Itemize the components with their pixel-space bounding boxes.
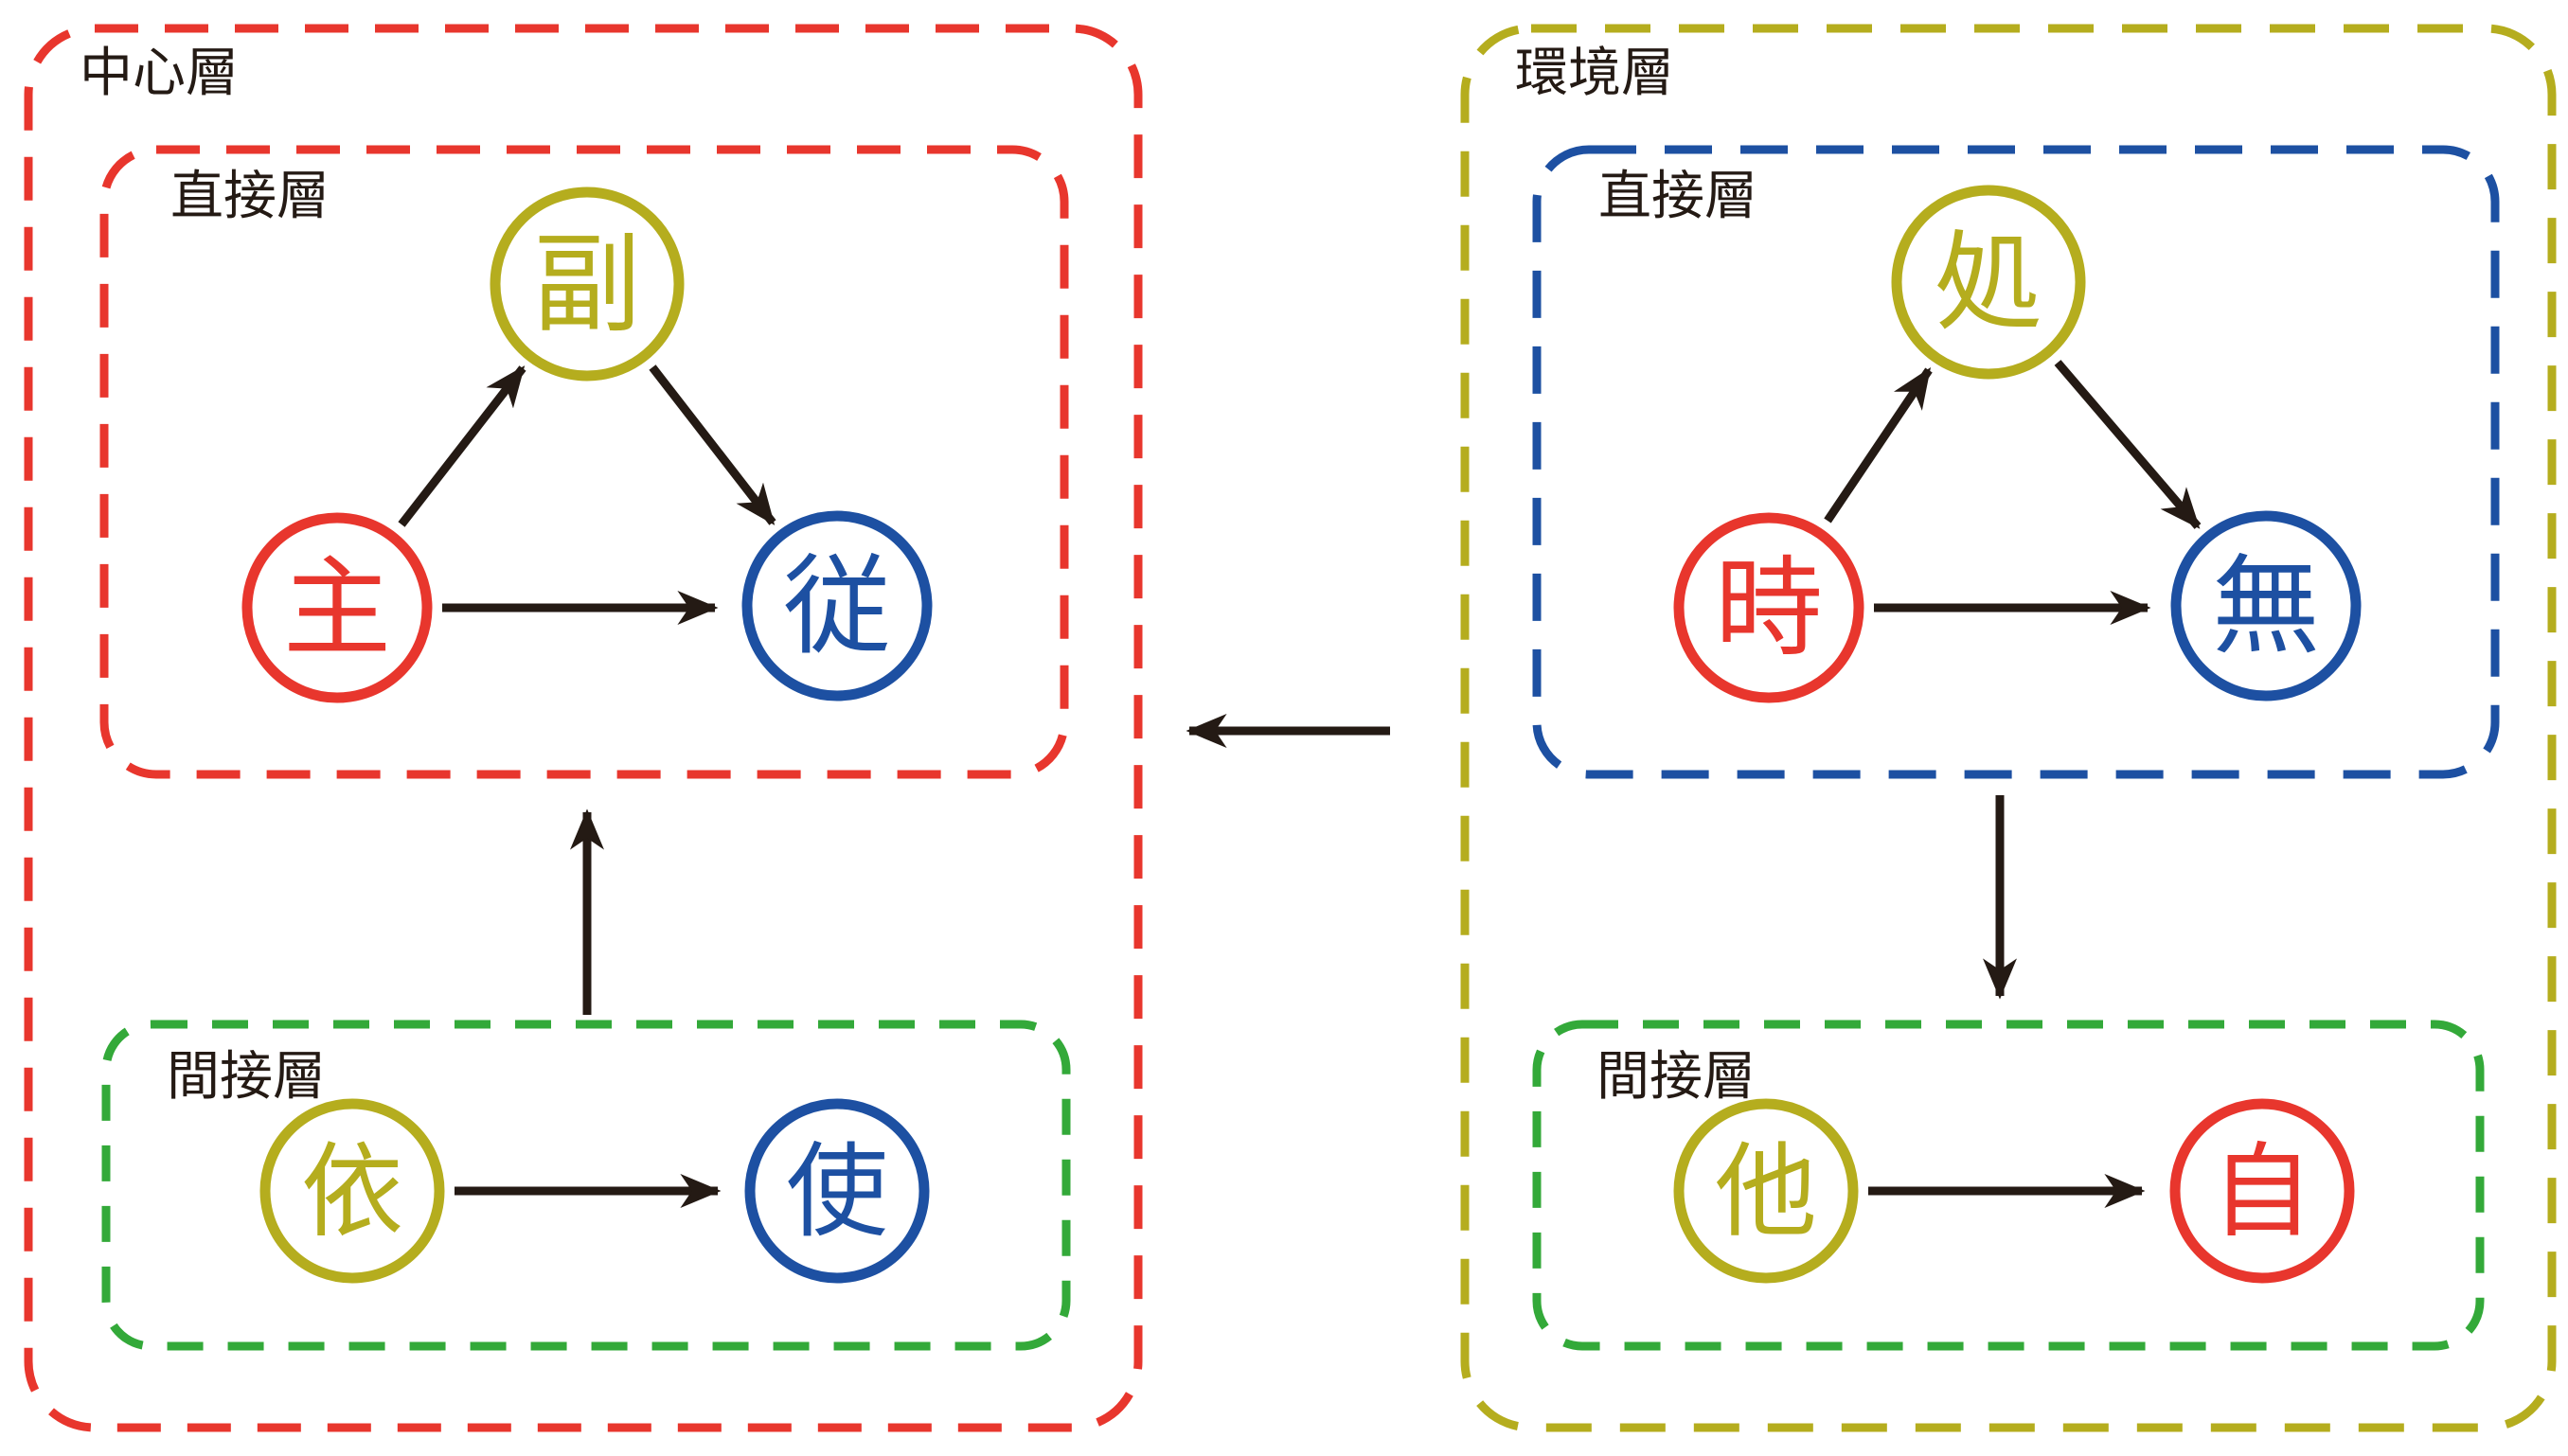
node-depend-circle	[259, 1098, 445, 1284]
center-layer-box	[24, 24, 1143, 1432]
edge-place-to-none-arrow	[2054, 360, 2202, 529]
environment-layer-label: 環境層	[1515, 43, 1674, 102]
center-indirect-layer-box	[101, 1020, 1071, 1351]
center-indirect-layer-label: 間接層	[167, 1046, 326, 1106]
environment-layer-box	[1460, 24, 2557, 1432]
node-time-circle	[1673, 512, 1864, 703]
edge-time-to-place-arrow	[1824, 367, 1933, 524]
node-main-circle	[241, 512, 433, 703]
node-self-char: 自	[2211, 1134, 2313, 1249]
node-other-char: 他	[1715, 1134, 1817, 1249]
node-other-circle	[1673, 1098, 1859, 1284]
node-time-char: 時	[1715, 549, 1823, 669]
node-causative-char: 使	[786, 1134, 888, 1249]
node-place-char: 処	[1935, 223, 2042, 344]
node-sub-circle	[490, 186, 685, 382]
edge-sub-to-subordinate-arrow	[649, 364, 776, 525]
center-direct-layer-label: 直接層	[170, 166, 330, 225]
center-direct-layer-box	[99, 145, 1069, 779]
node-self-circle	[2169, 1098, 2355, 1284]
environment-indirect-layer-box	[1532, 1020, 2485, 1351]
node-place-circle	[1891, 185, 2086, 380]
edge-main-to-sub-arrow	[398, 365, 526, 527]
node-depend-char: 依	[301, 1134, 403, 1249]
node-none-char: 無	[2212, 547, 2320, 667]
environment-direct-layer-label: 直接層	[1598, 166, 1757, 225]
node-sub-char: 副	[533, 225, 641, 346]
node-main-char: 主	[283, 549, 391, 669]
node-subordinate-circle	[741, 510, 933, 701]
node-causative-circle	[744, 1098, 930, 1284]
environment-direct-layer-box	[1532, 145, 2500, 779]
node-none-circle	[2170, 510, 2362, 701]
node-subordinate-char: 従	[783, 547, 891, 667]
center-layer-label: 中心層	[80, 43, 239, 102]
environment-indirect-layer-label: 間接層	[1596, 1046, 1756, 1106]
